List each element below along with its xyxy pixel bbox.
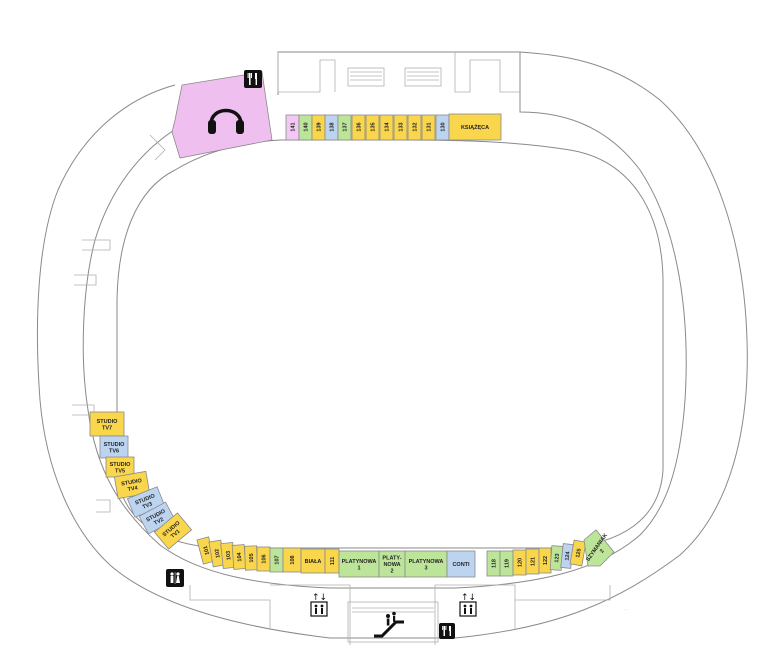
sector-139[interactable]: 139 — [311, 114, 326, 141]
sector-label: 125 — [575, 548, 583, 558]
bottom-structure — [189, 584, 611, 645]
sector-label: KSIĄŻĘCA — [461, 124, 489, 131]
sector-label: 118 — [492, 559, 498, 568]
svg-text:↑↓: ↑↓ — [461, 593, 476, 603]
sector-140[interactable]: 140 — [298, 114, 313, 141]
top-sectors: 141 140 139 138 137 136 135 134 133 132 131 130 KSIĄ… — [285, 113, 502, 141]
sector-132[interactable]: 132 — [407, 114, 422, 141]
sector-label: 136 — [357, 122, 363, 131]
sector-107[interactable]: 107 — [269, 547, 284, 573]
sector-label: 134 — [385, 121, 391, 131]
sector-label: 130 — [441, 122, 447, 131]
sector-label: 122 — [543, 556, 549, 565]
sector-ksiazeca[interactable]: KSIĄŻĘCA — [448, 113, 502, 141]
sector-biała[interactable]: BIAŁA — [300, 548, 326, 574]
outer-outline — [36, 51, 748, 639]
sector-label: 121 — [531, 557, 537, 566]
sector-label: 132 — [413, 122, 419, 131]
sector-conti[interactable]: CONTI — [446, 550, 476, 578]
sector-label: 106 — [262, 554, 268, 563]
sector-label: 123 — [554, 553, 561, 563]
headphones-icon[interactable] — [208, 108, 244, 135]
sector-137[interactable]: 137 — [337, 114, 352, 141]
sector-130[interactable]: 130 — [435, 114, 450, 141]
inner-concourse-outline — [82, 52, 687, 589]
sector-119[interactable]: 119 — [499, 550, 514, 577]
restaurant-icon[interactable] — [244, 70, 262, 88]
restaurant-icon[interactable] — [439, 623, 455, 639]
sector-label: 103 — [226, 551, 233, 561]
sector-label: 131 — [427, 122, 433, 131]
sector-118[interactable]: 118 — [486, 550, 501, 577]
sector-label: 120 — [518, 558, 524, 567]
escalator-icon[interactable] — [374, 611, 404, 638]
sector-szymaniak-2[interactable]: SZYMANIAK2 — [583, 529, 615, 567]
sector-106[interactable]: 106 — [256, 546, 271, 572]
sector-122[interactable]: 122 — [538, 547, 552, 574]
sector-studio-tv3[interactable]: STUDIOTV3 — [126, 486, 166, 518]
sector-label: 119 — [505, 559, 511, 568]
sector-138[interactable]: 138 — [324, 114, 339, 141]
sector-studio-tv2[interactable]: STUDIOTV2 — [138, 501, 176, 535]
sector-label: 108 — [290, 555, 296, 564]
sector-label: 137 — [343, 122, 349, 131]
svg-text:↑↓: ↑↓ — [312, 593, 327, 603]
sector-121[interactable]: 121 — [525, 548, 540, 575]
sector-label: 105 — [249, 553, 255, 562]
elevator-icon[interactable]: ↑↓ — [459, 593, 477, 617]
sector-104[interactable]: 104 — [231, 544, 247, 570]
sector-label: 139 — [317, 122, 323, 131]
toilet-icon[interactable] — [166, 569, 184, 587]
sector-131[interactable]: 131 — [421, 114, 436, 141]
sector-136[interactable]: 136 — [351, 114, 366, 141]
sector-120[interactable]: 120 — [512, 549, 527, 576]
sector-label: 135 — [371, 122, 377, 131]
sector-label: 102 — [214, 548, 222, 558]
sector-105[interactable]: 105 — [244, 545, 258, 571]
sector-label: 104 — [237, 551, 244, 562]
sector-label: 101 — [203, 545, 211, 555]
sector-label: 107 — [275, 555, 281, 564]
sector-label: 140 — [304, 122, 310, 131]
top-structure — [277, 52, 520, 93]
sector-134[interactable]: 134 — [379, 114, 394, 141]
sector-label: 111 — [330, 557, 336, 566]
sector-111[interactable]: 111 — [324, 548, 340, 574]
map-dot: . — [625, 606, 627, 612]
sector-label: STUDIOTV4 — [121, 478, 144, 494]
sector-label: 133 — [399, 122, 405, 131]
sector-studio-tv1[interactable]: STUDIOTV1 — [153, 512, 193, 550]
sector-125[interactable]: 125 — [569, 539, 587, 567]
elevator-icon[interactable]: ↑↓ — [310, 593, 328, 617]
sector-141[interactable]: 141 — [285, 114, 300, 141]
sector-label: 141 — [291, 122, 297, 131]
pitch-outline — [116, 139, 664, 549]
sector-108[interactable]: 108 — [282, 547, 302, 573]
sector-label: 138 — [330, 122, 336, 131]
sector-label: 124 — [565, 550, 572, 561]
sector-135[interactable]: 135 — [365, 114, 380, 141]
left-structure — [72, 134, 166, 513]
sector-133[interactable]: 133 — [393, 114, 408, 141]
sector-label: BIAŁA — [305, 559, 322, 565]
sector-label: CONTI — [452, 562, 470, 568]
